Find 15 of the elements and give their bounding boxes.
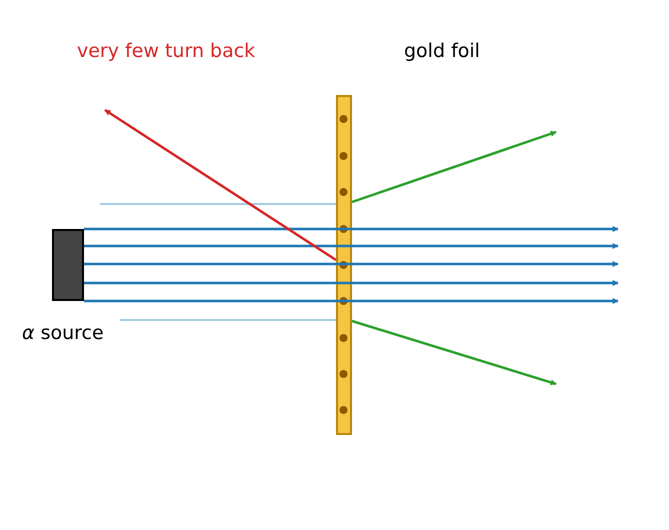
trajectory-line xyxy=(120,319,336,321)
caption-text: gold foil xyxy=(404,40,480,64)
arrow xyxy=(84,280,619,286)
arrow xyxy=(84,298,619,304)
arrow xyxy=(84,261,619,267)
arrow xyxy=(104,108,337,262)
source-block xyxy=(52,229,84,301)
foil-strip xyxy=(336,95,352,435)
arrow xyxy=(84,226,619,232)
arrow xyxy=(84,243,619,249)
trajectory-line xyxy=(100,203,336,205)
source-label: α source xyxy=(22,324,104,343)
arrow xyxy=(352,130,557,204)
caption-text: very few turn back xyxy=(77,40,256,64)
arrow xyxy=(352,320,557,386)
